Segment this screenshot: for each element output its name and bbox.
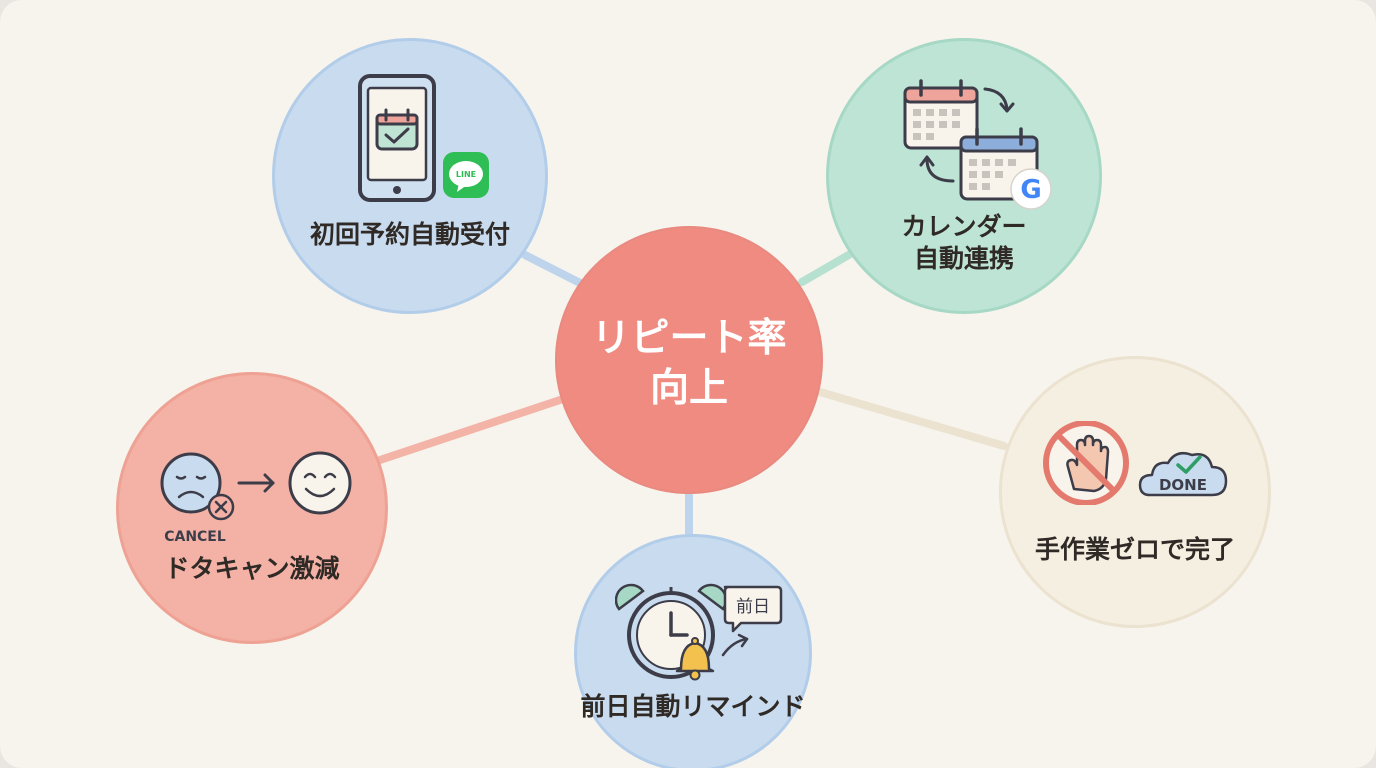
feature-node-remind: 前日 前日自動リマインド bbox=[574, 534, 812, 768]
reminder-bubble-text: 前日 bbox=[736, 597, 770, 617]
feature-label-manual: 手作業ゼロで完了 bbox=[1034, 535, 1235, 564]
link-cancel bbox=[376, 396, 564, 464]
feature-node-manual: DONE 手作業ゼロで完了 bbox=[999, 356, 1271, 628]
feature-node-cancel: CANCEL ドタキャン激減 bbox=[116, 372, 388, 644]
done-cloud-text: DONE bbox=[1159, 476, 1207, 494]
cancel-caption: CANCEL bbox=[164, 529, 226, 545]
feature-label-calendar-line1: カレンダー bbox=[901, 212, 1027, 241]
hub-label-line1: リピート率 bbox=[591, 316, 787, 361]
feature-label-cancel: ドタキャン激減 bbox=[164, 554, 340, 583]
feature-label-reservation: 初回予約自動受付 bbox=[309, 220, 510, 249]
google-badge-text: G bbox=[1020, 175, 1041, 205]
calendar-sync-google-icon: G bbox=[903, 79, 1052, 210]
no-hand-done-cloud-icon: DONE bbox=[1043, 421, 1228, 505]
feature-label-remind: 前日自動リマインド bbox=[580, 692, 806, 721]
smartphone-calendar-line-icon: LINE bbox=[358, 74, 489, 202]
sad-to-happy-face-icon: CANCEL bbox=[160, 451, 352, 545]
feature-label-calendar: カレンダー 自動連携 bbox=[829, 211, 1099, 275]
feature-node-reservation: LINE 初回予約自動受付 bbox=[272, 38, 548, 314]
alarm-clock-bell-icon: 前日 bbox=[615, 583, 783, 681]
hub-label-line2: 向上 bbox=[649, 366, 728, 411]
link-calendar bbox=[798, 249, 856, 286]
feature-label-calendar-line2: 自動連携 bbox=[913, 244, 1014, 273]
line-badge-text: LINE bbox=[456, 170, 476, 179]
link-manual bbox=[816, 388, 1008, 450]
feature-node-calendar: G カレンダー 自動連携 bbox=[826, 38, 1102, 314]
hub-node: リピート率 向上 bbox=[555, 226, 823, 494]
hub-label: リピート率 向上 bbox=[557, 314, 821, 414]
